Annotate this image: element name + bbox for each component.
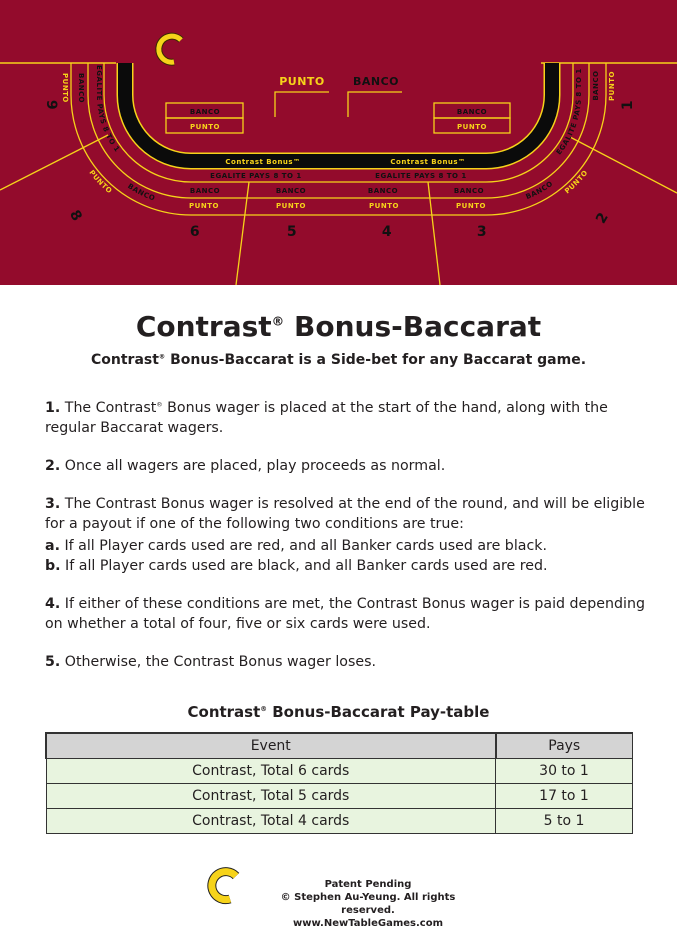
- box-banco-label: BANCO: [457, 108, 487, 116]
- svg-text:BANCO: BANCO: [592, 71, 600, 101]
- seat-6-number: 6: [190, 224, 200, 240]
- horseshoe-logo-icon: [207, 867, 240, 905]
- svg-text:BANCO: BANCO: [77, 73, 85, 103]
- rule-3b: b. If all Player cards used are black, a…: [45, 558, 548, 574]
- seat-3-number: 3: [477, 224, 487, 240]
- seat-punto-label: PUNTO: [369, 202, 399, 210]
- contrast-bonus-label: Contrast Bonus™: [225, 158, 300, 166]
- svg-text:PUNTO: PUNTO: [61, 73, 69, 103]
- seat-banco-label: BANCO: [276, 187, 306, 195]
- page-subtitle: Contrast® Bonus-Baccarat is a Side-bet f…: [90, 352, 587, 368]
- seat-punto-label: PUNTO: [189, 202, 219, 210]
- rule-2: 2. Once all wagers are placed, play proc…: [45, 458, 446, 474]
- footer: Patent Pending © Stephen Au-Yeung. All r…: [258, 878, 478, 930]
- rule-3: 3. The Contrast Bonus wager is resolved …: [45, 496, 645, 532]
- box-banco-label: BANCO: [190, 108, 220, 116]
- left-punto-box[interactable]: [165, 117, 244, 134]
- banco-ring[interactable]: [87, 63, 590, 199]
- table-header-row: Event Pays: [45, 732, 633, 759]
- page-title: Contrast® Bonus-Baccarat: [135, 310, 542, 343]
- seat-4-number: 4: [382, 224, 392, 240]
- punto-bet-label: PUNTO: [279, 75, 325, 88]
- pays-cell: 5 to 1: [495, 807, 633, 834]
- punto-curve-label: PUNTO: [61, 73, 69, 103]
- seat-9-number: 9: [43, 100, 59, 110]
- event-cell: Contrast, Total 6 cards: [45, 757, 496, 784]
- seat-punto-label: PUNTO: [456, 202, 486, 210]
- pays-cell: 17 to 1: [495, 782, 633, 809]
- baccarat-table-layout: PUNTO BANCO BANCO PUNTO BANCO PUNTO Cont…: [0, 0, 677, 285]
- patent-text: Patent Pending: [324, 879, 412, 890]
- event-cell: Contrast, Total 4 cards: [45, 807, 496, 834]
- horseshoe-logo-icon: [155, 32, 184, 66]
- seat-banco-label: BANCO: [190, 187, 220, 195]
- seat-5-number: 5: [287, 224, 297, 240]
- egalite-label: EGALITE PAYS 8 TO 1: [210, 172, 302, 180]
- event-cell: Contrast, Total 5 cards: [45, 782, 496, 809]
- seat-punto-label: PUNTO: [276, 202, 306, 210]
- seat-1-number: 1: [620, 100, 636, 110]
- box-punto-label: PUNTO: [457, 123, 487, 131]
- seat-banco-label: BANCO: [368, 187, 398, 195]
- rule-3a: a. If all Player cards used are red, and…: [45, 538, 547, 554]
- banco-bet-label: BANCO: [353, 75, 399, 88]
- right-punto-box[interactable]: [433, 117, 511, 134]
- rules-list: 1. The Contrast® Bonus wager is placed a…: [45, 398, 645, 672]
- seat-banco-label: BANCO: [454, 187, 484, 195]
- rule-1: 1. The Contrast® Bonus wager is placed a…: [45, 400, 608, 436]
- contrast-bonus-label: Contrast Bonus™: [390, 158, 465, 166]
- punto-curve-label: PUNTO: [608, 71, 616, 101]
- pays-cell: 30 to 1: [495, 757, 633, 784]
- rule-4: 4. If either of these conditions are met…: [45, 596, 645, 632]
- egalite-ring[interactable]: [103, 63, 574, 183]
- banco-curve-label: BANCO: [77, 73, 85, 103]
- rule-5: 5. Otherwise, the Contrast Bonus wager l…: [45, 654, 376, 670]
- header-pays: Pays: [494, 732, 633, 759]
- box-punto-label: PUNTO: [190, 123, 220, 131]
- website-link[interactable]: www.NewTableGames.com: [292, 918, 444, 929]
- svg-text:PUNTO: PUNTO: [608, 71, 616, 101]
- paytable-title: Contrast® Bonus-Baccarat Pay-table: [187, 703, 490, 721]
- egalite-label: EGALITE PAYS 8 TO 1: [375, 172, 467, 180]
- banco-curve-label: BANCO: [592, 71, 600, 101]
- copyright-text: © Stephen Au-Yeung. All rights reserved.: [280, 892, 456, 916]
- punto-ring[interactable]: [70, 63, 607, 216]
- header-event: Event: [45, 732, 496, 759]
